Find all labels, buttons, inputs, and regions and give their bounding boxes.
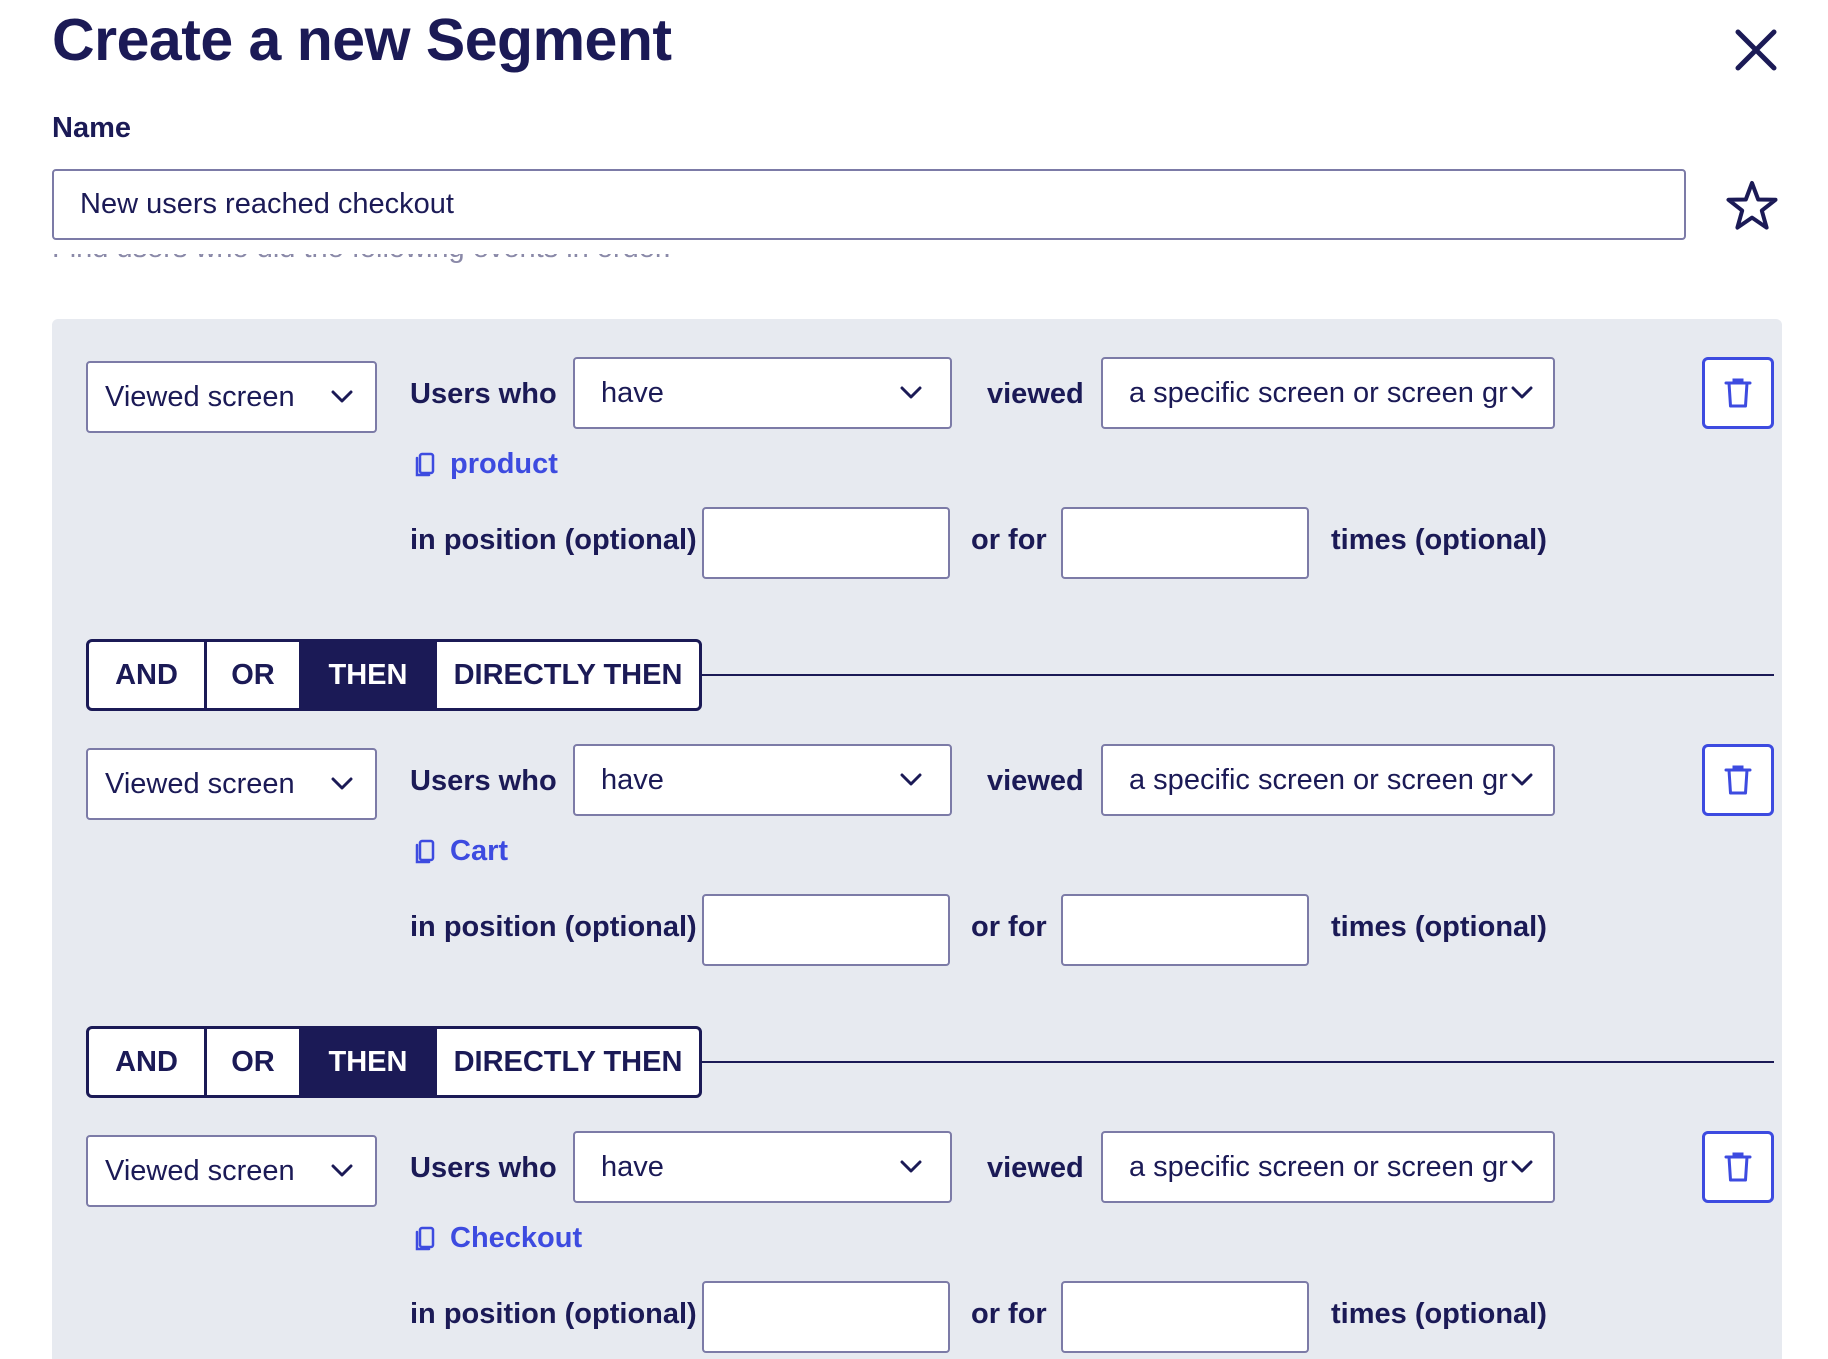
in-position-label: in position (optional): [410, 524, 697, 556]
screen-select[interactable]: a specific screen or screen group: [1101, 357, 1555, 429]
operator-or-button[interactable]: OR: [207, 642, 302, 708]
name-input-value: New users reached checkout: [80, 188, 454, 220]
delete-condition-button[interactable]: [1702, 1131, 1774, 1203]
viewed-label: viewed: [987, 378, 1084, 410]
event-type-select[interactable]: Viewed screen: [86, 1135, 377, 1207]
have-select[interactable]: have: [573, 744, 952, 816]
operator-and-button[interactable]: AND: [89, 1029, 207, 1095]
in-position-label: in position (optional): [410, 911, 697, 943]
event-type-select[interactable]: Viewed screen: [86, 748, 377, 820]
times-label: times (optional): [1331, 1298, 1547, 1330]
or-for-label: or for: [971, 1298, 1047, 1330]
have-select[interactable]: have: [573, 1131, 952, 1203]
users-who-label: Users who: [410, 765, 557, 797]
delete-condition-button[interactable]: [1702, 357, 1774, 429]
trash-icon: [1724, 1151, 1752, 1183]
or-for-label: or for: [971, 524, 1047, 556]
helper-text-clipped: Find users who did the following events …: [52, 254, 812, 280]
operator-then-button[interactable]: THEN: [302, 1029, 437, 1095]
selected-screen-tag[interactable]: Cart: [414, 835, 508, 868]
event-type-value: Viewed screen: [105, 380, 295, 413]
chevron-down-icon: [329, 384, 355, 410]
chevron-down-icon: [1509, 380, 1535, 406]
operator-toggle-group: AND OR THEN DIRECTLY THEN: [86, 1026, 702, 1098]
trash-icon: [1724, 377, 1752, 409]
selected-screen-name: Cart: [450, 835, 509, 867]
users-who-label: Users who: [410, 1152, 557, 1184]
event-type-value: Viewed screen: [105, 767, 295, 800]
screen-copy-icon: [414, 452, 436, 478]
screen-copy-icon: [414, 839, 436, 865]
users-who-label: Users who: [410, 378, 557, 410]
position-input[interactable]: [702, 1281, 950, 1353]
event-type-select[interactable]: Viewed screen: [86, 361, 377, 433]
operator-directly-then-button[interactable]: DIRECTLY THEN: [453, 1045, 683, 1078]
close-button[interactable]: [1720, 14, 1792, 86]
selected-screen-name: Checkout: [450, 1222, 583, 1254]
or-for-label: or for: [971, 911, 1047, 943]
name-label: Name: [52, 112, 131, 144]
operator-then-button[interactable]: THEN: [302, 642, 437, 708]
close-icon: [1735, 29, 1777, 71]
position-input[interactable]: [702, 507, 950, 579]
operator-divider: [702, 1061, 1774, 1063]
operator-or-button[interactable]: OR: [207, 1029, 302, 1095]
screen-select-value: a specific screen or screen group: [1129, 763, 1509, 796]
position-input[interactable]: [702, 894, 950, 966]
screen-select[interactable]: a specific screen or screen group: [1101, 1131, 1555, 1203]
selected-screen-name: product: [450, 448, 558, 480]
delete-condition-button[interactable]: [1702, 744, 1774, 816]
operator-directly-then-button[interactable]: DIRECTLY THEN: [453, 658, 683, 691]
operator-divider: [702, 674, 1774, 676]
have-value: have: [601, 763, 664, 796]
have-select[interactable]: have: [573, 357, 952, 429]
times-label: times (optional): [1331, 524, 1547, 556]
screen-copy-icon: [414, 1226, 436, 1252]
chevron-down-icon: [329, 771, 355, 797]
times-label: times (optional): [1331, 911, 1547, 943]
helper-text: Find users who did the following events …: [52, 254, 812, 265]
screen-select[interactable]: a specific screen or screen group: [1101, 744, 1555, 816]
times-input[interactable]: [1061, 1281, 1309, 1353]
star-icon: [1726, 181, 1778, 230]
name-input[interactable]: New users reached checkout: [52, 169, 1686, 240]
have-value: have: [601, 376, 664, 409]
dialog-title: Create a new Segment: [52, 7, 672, 73]
viewed-label: viewed: [987, 765, 1084, 797]
chevron-down-icon: [898, 1154, 924, 1180]
chevron-down-icon: [898, 380, 924, 406]
chevron-down-icon: [898, 767, 924, 793]
viewed-label: viewed: [987, 1152, 1084, 1184]
operator-toggle-group: AND OR THEN DIRECTLY THEN: [86, 639, 702, 711]
trash-icon: [1724, 764, 1752, 796]
selected-screen-tag[interactable]: Checkout: [414, 1222, 582, 1255]
times-input[interactable]: [1061, 894, 1309, 966]
have-value: have: [601, 1150, 664, 1183]
screen-select-value: a specific screen or screen group: [1129, 376, 1509, 409]
favorite-button[interactable]: [1718, 172, 1786, 240]
operator-and-button[interactable]: AND: [89, 642, 207, 708]
chevron-down-icon: [1509, 1154, 1535, 1180]
in-position-label: in position (optional): [410, 1298, 697, 1330]
selected-screen-tag[interactable]: product: [414, 448, 558, 481]
chevron-down-icon: [329, 1158, 355, 1184]
times-input[interactable]: [1061, 507, 1309, 579]
chevron-down-icon: [1509, 767, 1535, 793]
screen-select-value: a specific screen or screen group: [1129, 1150, 1509, 1183]
event-type-value: Viewed screen: [105, 1154, 295, 1187]
